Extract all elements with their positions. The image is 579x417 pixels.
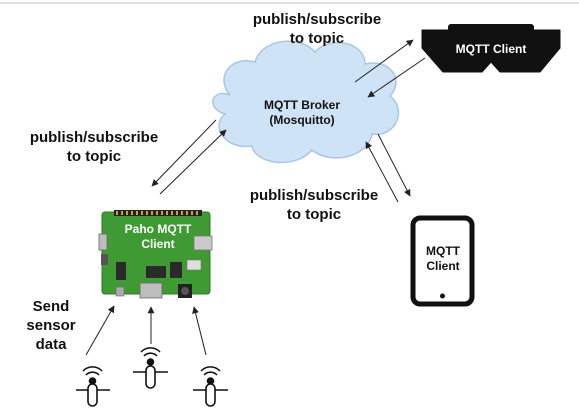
arrow-broker-to-tablet (377, 133, 411, 197)
broker-line1: MQTT Broker (263, 98, 340, 112)
vr-headset-icon (421, 24, 561, 73)
arrow-headset-to-broker (367, 57, 426, 98)
label-top-line1: publish/subscribe (252, 11, 382, 28)
tablet-icon (410, 215, 475, 307)
broker-cloud (212, 40, 400, 164)
label-publish-subscribe-right: publish/subscribe to topic (244, 186, 384, 224)
label-sensor-line1: Send (32, 298, 70, 315)
sensor-3-icon (193, 366, 228, 407)
broker-line2: (Mosquitto) (269, 113, 335, 127)
broker-label: MQTT Broker (Mosquitto) (252, 98, 352, 128)
arrow-broker-to-pi (151, 119, 217, 187)
label-left-line2: to topic (66, 148, 122, 165)
tablet-line1: MQTT (426, 244, 460, 258)
sensor-1-icon (76, 366, 110, 407)
arrow-sensor-1-to-pi (85, 305, 115, 356)
arrow-sensor-3-to-pi (192, 306, 207, 356)
arrow-tablet-to-broker (365, 141, 399, 203)
arrow-pi-to-broker (159, 129, 227, 195)
sensor-2-icon (133, 347, 168, 389)
label-top-line2: to topic (289, 30, 345, 47)
label-sensor-line3: data (35, 336, 67, 353)
pi-line1: Paho MQTT (124, 222, 192, 236)
label-sensor-line2: sensor (26, 317, 76, 334)
label-publish-subscribe-top: publish/subscribe to topic (252, 10, 382, 48)
pi-line2: Client (141, 237, 175, 251)
label-publish-subscribe-left: publish/subscribe to topic (24, 128, 164, 166)
pi-label: Paho MQTT Client (110, 222, 206, 252)
headset-label: MQTT Client (455, 42, 527, 56)
label-left-line1: publish/subscribe (29, 129, 159, 146)
label-send-sensor-data: Send sensor data (22, 297, 80, 354)
arrow-broker-to-headset (354, 39, 414, 83)
raspberry-pi-board (98, 210, 213, 299)
label-right-line1: publish/subscribe (249, 187, 379, 204)
tablet-label: MQTT Client (417, 244, 469, 274)
label-right-line2: to topic (286, 206, 342, 223)
tablet-line2: Client (426, 259, 460, 273)
